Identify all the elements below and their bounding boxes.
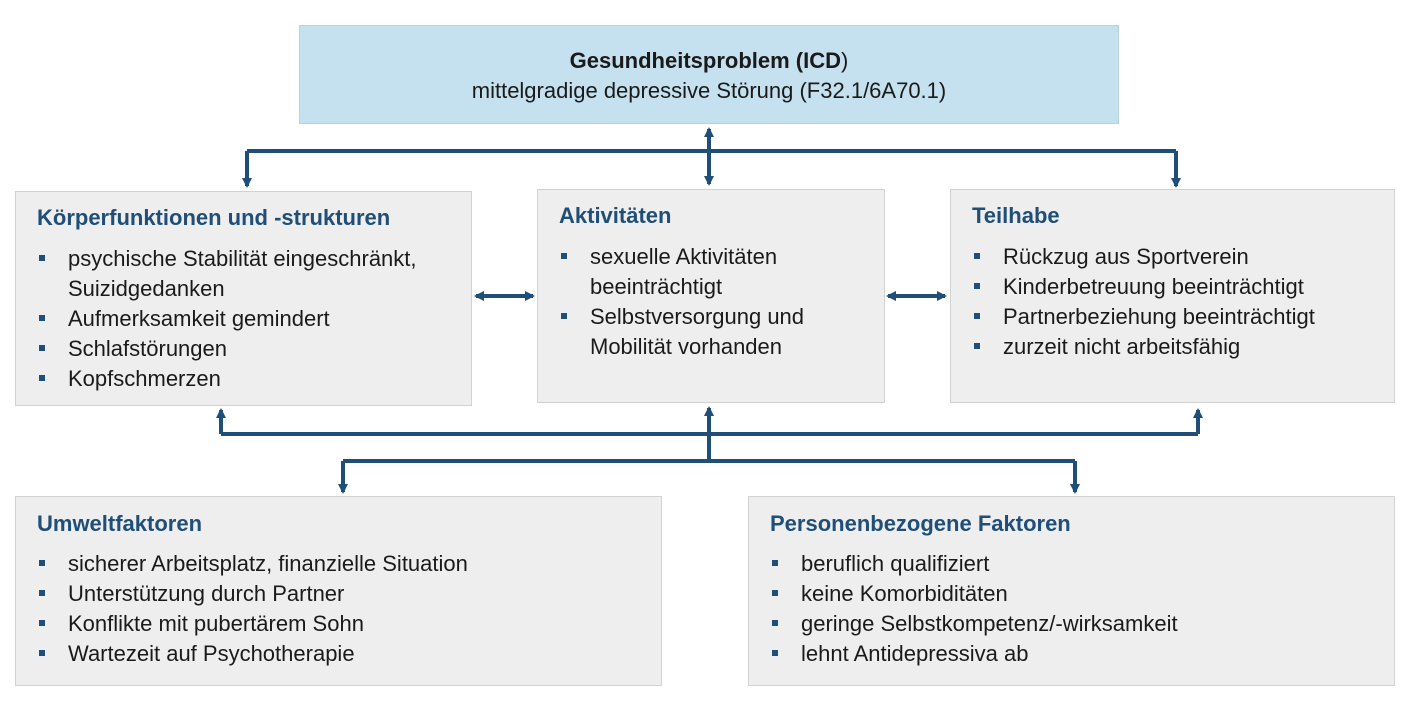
personal-list: beruflich qualifiziert keine Komorbiditä… xyxy=(771,549,1371,669)
personal-box: Personenbezogene Faktoren beruflich qual… xyxy=(748,496,1395,686)
health-problem-box: Gesundheitsproblem (ICD) mittelgradige d… xyxy=(299,25,1119,124)
list-item: Selbstversorgung und Mobilität vorhanden xyxy=(560,302,840,362)
list-item: lehnt Antidepressiva ab xyxy=(771,639,1371,669)
health-problem-title-bold: Gesundheitsproblem (ICD xyxy=(569,48,842,73)
list-item: Rückzug aus Sportverein xyxy=(973,242,1383,272)
activities-title: Aktivitäten xyxy=(559,203,672,228)
list-item: geringe Selbstkompetenz/-wirksamkeit xyxy=(771,609,1371,639)
list-item: Wartezeit auf Psychotherapie xyxy=(38,639,638,669)
environment-box: Umweltfaktoren sicherer Arbeitsplatz, fi… xyxy=(15,496,662,686)
activities-list: sexuelle Aktivitäten beeinträchtigt Selb… xyxy=(560,242,860,362)
participation-box: Teilhabe Rückzug aus Sportverein Kinderb… xyxy=(950,189,1395,403)
list-item: Kopfschmerzen xyxy=(38,364,458,394)
list-item: Kinderbetreuung beeinträchtigt xyxy=(973,272,1383,302)
list-item: beruflich qualifiziert xyxy=(771,549,1371,579)
list-item: Schlafstörungen xyxy=(38,334,458,364)
list-item: Konflikte mit pubertärem Sohn xyxy=(38,609,638,639)
environment-list: sicherer Arbeitsplatz, finanzielle Situa… xyxy=(38,549,638,669)
personal-title: Personenbezogene Faktoren xyxy=(770,511,1071,536)
list-item: Aufmerksamkeit gemindert xyxy=(38,304,458,334)
list-item: sicherer Arbeitsplatz, finanzielle Situa… xyxy=(38,549,638,579)
list-item: Unterstützung durch Partner xyxy=(38,579,638,609)
activities-box: Aktivitäten sexuelle Aktivitäten beeintr… xyxy=(537,189,885,403)
health-problem-title-rest: ) xyxy=(841,48,849,73)
health-problem-title: Gesundheitsproblem (ICD) xyxy=(300,46,1118,76)
participation-list: Rückzug aus Sportverein Kinderbetreuung … xyxy=(973,242,1383,362)
list-item: keine Komorbiditäten xyxy=(771,579,1371,609)
environment-title: Umweltfaktoren xyxy=(37,511,203,536)
list-item: zurzeit nicht arbeitsfähig xyxy=(973,332,1383,362)
body-functions-list: psychische Stabilität eingeschränkt, Sui… xyxy=(38,244,458,394)
list-item: sexuelle Aktivitäten beeinträchtigt xyxy=(560,242,820,302)
list-item: Partnerbeziehung beeinträchtigt xyxy=(973,302,1383,332)
body-functions-box: Körperfunktionen und -strukturen psychis… xyxy=(15,191,472,406)
health-problem-subtitle: mittelgradige depressive Störung (F32.1/… xyxy=(471,78,947,103)
list-item: psychische Stabilität eingeschränkt, Sui… xyxy=(38,244,458,304)
body-functions-title: Körperfunktionen und -strukturen xyxy=(37,205,391,230)
participation-title: Teilhabe xyxy=(972,203,1060,228)
